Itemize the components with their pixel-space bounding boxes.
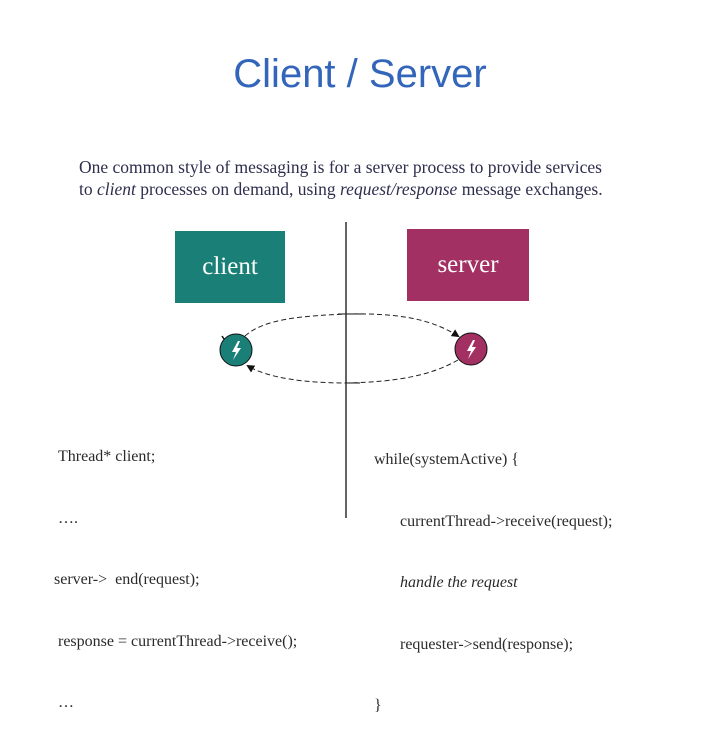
- intro-line-2a: to: [79, 179, 97, 199]
- client-code-line: response = currentThread->receive();: [58, 632, 298, 650]
- server-code-line: currentThread->receive(request);: [400, 512, 613, 530]
- client-box-label: client: [202, 253, 258, 280]
- server-code-line-handle: handle the request: [400, 574, 518, 591]
- slide-title: Client / Server: [233, 52, 487, 96]
- server-code-line: }: [374, 697, 382, 714]
- server-box-label: server: [437, 251, 499, 278]
- client-code-line: …: [58, 694, 74, 711]
- message-diagram: [219, 222, 488, 518]
- client-thread-icon: [219, 333, 253, 367]
- client-code-line: server-> end(request);: [54, 571, 200, 588]
- server-code-block: while(systemActive) { currentThread->rec…: [374, 409, 612, 737]
- server-code-line: while(systemActive) {: [374, 451, 519, 468]
- response-arrow: [246, 359, 459, 384]
- client-code-block: Thread* client; …. server-> end(request)…: [54, 406, 298, 734]
- intro-request-response-emphasis: request/response: [340, 179, 458, 199]
- intro-text: One common style of messaging is for a s…: [79, 156, 679, 200]
- intro-line-2c: message exchanges.: [457, 179, 603, 199]
- intro-line-1: One common style of messaging is for a s…: [79, 157, 602, 177]
- server-box: server: [407, 229, 529, 301]
- intro-client-emphasis: client: [97, 179, 136, 199]
- server-thread-icon: [454, 332, 488, 366]
- client-code-line: Thread* client;: [58, 448, 156, 465]
- client-code-line: ….: [58, 509, 78, 527]
- request-arrow: [244, 313, 460, 338]
- intro-line-2b: processes on demand, using: [135, 179, 341, 199]
- server-code-line: requester->send(response);: [400, 635, 574, 653]
- client-box: client: [175, 231, 285, 303]
